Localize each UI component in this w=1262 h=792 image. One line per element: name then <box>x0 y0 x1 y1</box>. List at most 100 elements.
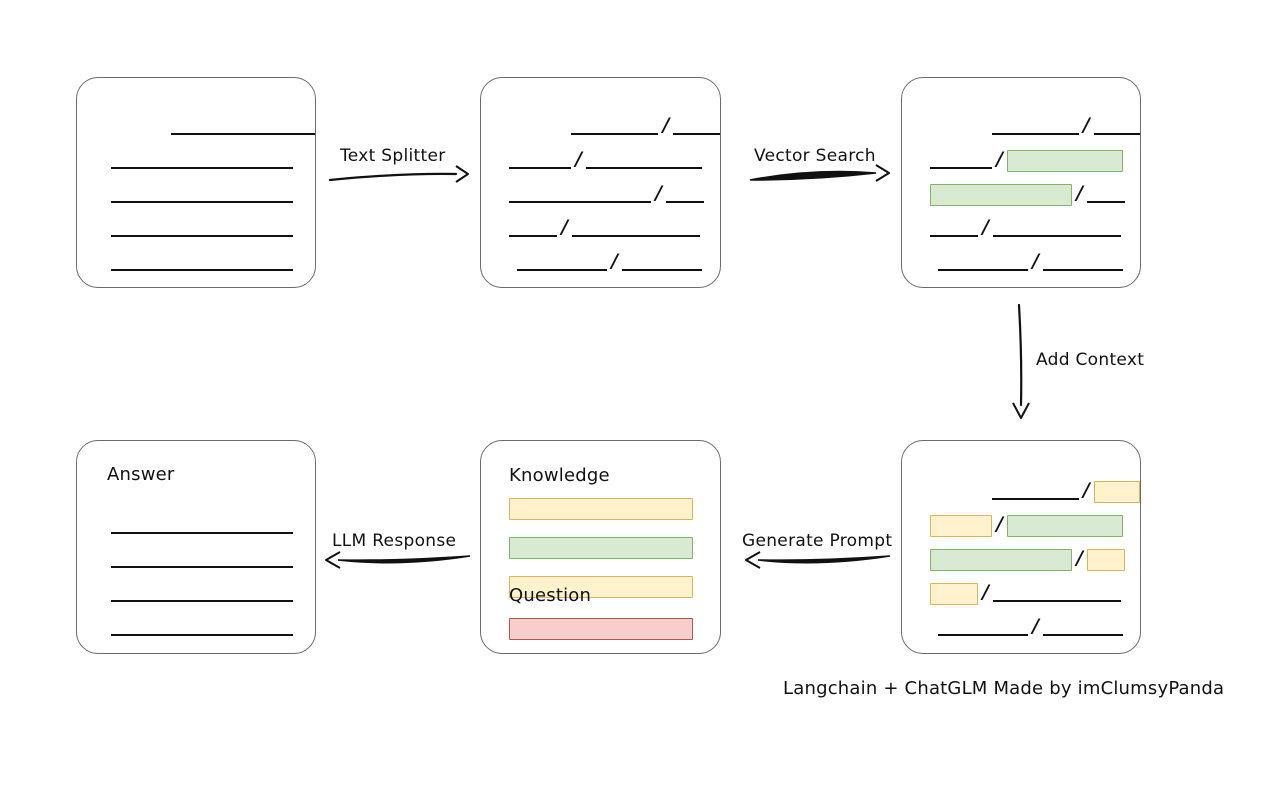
document-row: / <box>930 246 1140 280</box>
text-line-segment <box>111 269 293 271</box>
document-row: / <box>930 475 1140 509</box>
document-row: / <box>930 611 1140 645</box>
chunk-separator: / <box>561 215 568 238</box>
text-line-segment <box>509 201 651 203</box>
text-line-segment <box>992 133 1079 135</box>
connector-vector-search-label: Vector Search <box>754 146 876 166</box>
context-document-rows: / / / / / <box>902 475 1140 645</box>
chunk-separator: / <box>1076 546 1083 569</box>
question-label: Question <box>509 585 592 606</box>
highlight-chip-yellow <box>930 583 978 605</box>
chunk-separator: / <box>996 512 1003 535</box>
chunk-separator: / <box>1032 249 1039 272</box>
text-line-segment <box>111 634 293 636</box>
text-line-segment <box>1086 201 1125 203</box>
answer-card[interactable]: Answer <box>76 440 316 654</box>
highlight-chip-green <box>930 549 1072 571</box>
connector-text-splitter: Text Splitter <box>328 146 470 190</box>
document-row <box>111 543 315 577</box>
text-line-segment <box>111 566 293 568</box>
chunk-separator: / <box>1076 181 1083 204</box>
text-line-segment <box>992 600 1121 602</box>
text-line-segment <box>111 167 293 169</box>
chunk-separator: / <box>662 113 670 136</box>
context-document-card[interactable]: / / / / / <box>901 440 1141 654</box>
text-line-segment <box>938 634 1028 636</box>
text-line-segment <box>1042 269 1123 271</box>
text-line-segment <box>571 235 700 237</box>
question-bars <box>509 618 693 657</box>
document-row: / <box>509 144 720 178</box>
text-line-segment <box>585 167 702 169</box>
text-line-segment <box>509 235 557 237</box>
highlight-chip-yellow <box>1086 549 1125 571</box>
document-row: / <box>930 577 1140 611</box>
chunk-separator: / <box>982 580 989 603</box>
text-line-segment <box>111 532 293 534</box>
connector-generate-prompt: Generate Prompt <box>740 531 892 575</box>
document-row <box>111 110 315 144</box>
text-line-segment <box>930 235 978 237</box>
knowledge-label: Knowledge <box>509 465 610 486</box>
matched-document-card[interactable]: / / / / / <box>901 77 1141 288</box>
text-line-segment <box>111 600 293 602</box>
text-line-segment <box>1042 634 1123 636</box>
document-row: / <box>930 543 1140 577</box>
knowledge-bars <box>509 498 693 615</box>
document-row: / <box>930 212 1140 246</box>
document-row <box>111 577 315 611</box>
prompt-card[interactable]: Knowledge Question <box>480 440 721 654</box>
chunk-separator: / <box>996 147 1003 170</box>
text-line-segment <box>509 167 571 169</box>
chunk-separator: / <box>982 215 989 238</box>
chunk-separator: / <box>575 147 582 170</box>
question-bar-red <box>509 618 693 640</box>
answer-rows <box>77 509 315 645</box>
source-document-rows <box>77 110 315 280</box>
text-line-segment <box>665 201 704 203</box>
knowledge-bar-green <box>509 537 693 559</box>
highlight-chip-yellow <box>1093 481 1140 503</box>
highlight-chip-green <box>1006 515 1123 537</box>
highlight-chip-green <box>930 184 1072 206</box>
document-row <box>111 611 315 645</box>
chunk-separator: / <box>1082 113 1090 136</box>
chunk-separator: / <box>655 181 662 204</box>
text-line-segment <box>673 133 720 135</box>
document-row: / <box>930 509 1140 543</box>
document-row <box>111 144 315 178</box>
source-document-card[interactable] <box>76 77 316 288</box>
document-row <box>111 178 315 212</box>
diagram-caption: Langchain + ChatGLM Made by imClumsyPand… <box>783 678 1225 699</box>
document-row: / <box>930 110 1140 144</box>
document-row: / <box>509 110 720 144</box>
connector-text-splitter-label: Text Splitter <box>340 146 446 166</box>
text-line-segment <box>1093 133 1140 135</box>
document-row <box>111 212 315 246</box>
knowledge-bar-yellow <box>509 498 693 520</box>
chunk-separator: / <box>611 249 618 272</box>
split-document-card[interactable]: / / / / / <box>480 77 721 288</box>
text-line-segment <box>171 133 315 135</box>
connector-add-context-label: Add Context <box>1036 350 1145 370</box>
highlight-chip-yellow <box>930 515 992 537</box>
connector-vector-search: Vector Search <box>749 146 890 190</box>
text-line-segment <box>111 201 293 203</box>
chunk-separator: / <box>1082 478 1090 501</box>
document-row: / <box>509 178 720 212</box>
text-line-segment <box>992 498 1079 500</box>
matched-document-rows: / / / / / <box>902 110 1140 280</box>
text-line-segment <box>621 269 702 271</box>
connector-add-context: Add Context <box>1010 303 1144 420</box>
connector-llm-response-label: LLM Response <box>332 531 457 551</box>
document-row <box>111 246 315 280</box>
text-line-segment <box>571 133 659 135</box>
chunk-separator: / <box>1032 614 1039 637</box>
document-row: / <box>930 144 1140 178</box>
document-row: / <box>509 212 720 246</box>
text-line-segment <box>938 269 1028 271</box>
connector-generate-prompt-label: Generate Prompt <box>742 531 893 551</box>
highlight-chip-green <box>1006 150 1123 172</box>
document-row: / <box>509 246 720 280</box>
answer-label: Answer <box>107 464 175 485</box>
